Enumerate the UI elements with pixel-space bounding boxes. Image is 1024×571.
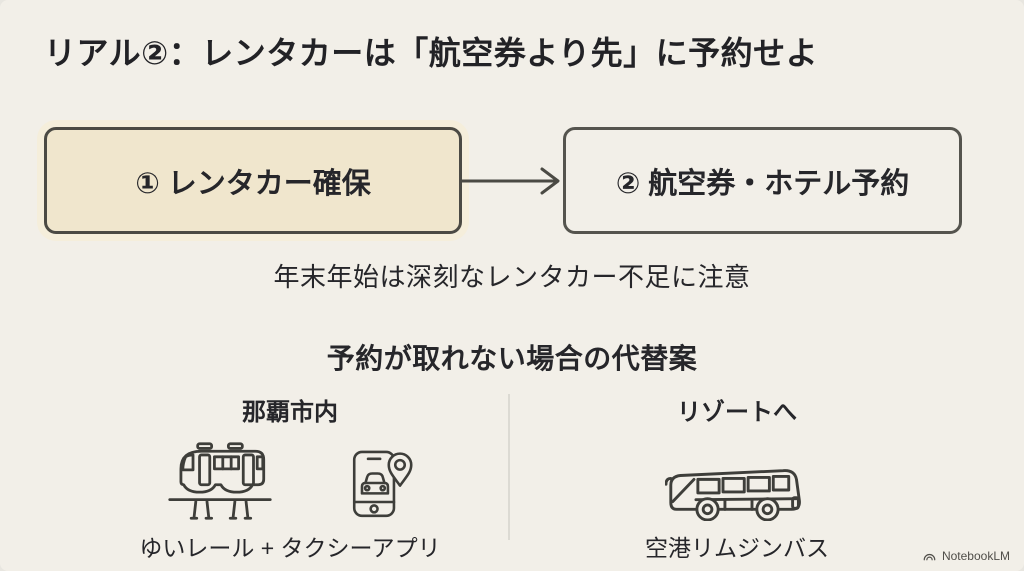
step2-flight-hotel-box: ② 航空券・ホテル予約 bbox=[563, 127, 962, 234]
resort-icons-row bbox=[664, 435, 810, 521]
right-arrow-icon bbox=[462, 167, 560, 194]
step1-label: ① レンタカー確保 bbox=[135, 167, 371, 200]
step1-rentacar-box: ① レンタカー確保 bbox=[44, 127, 462, 234]
watermark-text: NotebookLM bbox=[941, 549, 1010, 563]
naha-icons-row bbox=[167, 435, 413, 521]
notebooklm-logo-icon bbox=[923, 553, 936, 561]
alternative-column-resort: リゾートへ 空港リムジンバス bbox=[532, 392, 942, 563]
naha-column-header: 那覇市内 bbox=[242, 399, 338, 426]
taxi-app-icon bbox=[352, 450, 413, 518]
naha-column-label: ゆいレール + タクシーアプリ bbox=[139, 535, 441, 561]
alternatives-heading: 予約が取れない場合の代替案 bbox=[326, 343, 698, 374]
slide-title: リアル②：レンタカーは「航空券より先」に予約せよ bbox=[44, 35, 819, 71]
column-divider bbox=[508, 394, 510, 540]
watermark: NotebookLM bbox=[922, 549, 1010, 563]
booking-order-flow: ① レンタカー確保 ② 航空券・ホテル予約 bbox=[44, 127, 962, 234]
monorail-icon bbox=[168, 442, 272, 520]
limousine-bus-icon bbox=[664, 469, 801, 521]
caution-note: 年末年始は深刻なレンタカー不足に注意 bbox=[273, 262, 751, 292]
alternative-column-naha: 那覇市内 bbox=[85, 392, 495, 563]
resort-column-label: 空港リムジンバス bbox=[645, 535, 829, 561]
step2-label: ② 航空券・ホテル予約 bbox=[615, 167, 910, 200]
resort-column-header: リゾートへ bbox=[677, 399, 797, 426]
